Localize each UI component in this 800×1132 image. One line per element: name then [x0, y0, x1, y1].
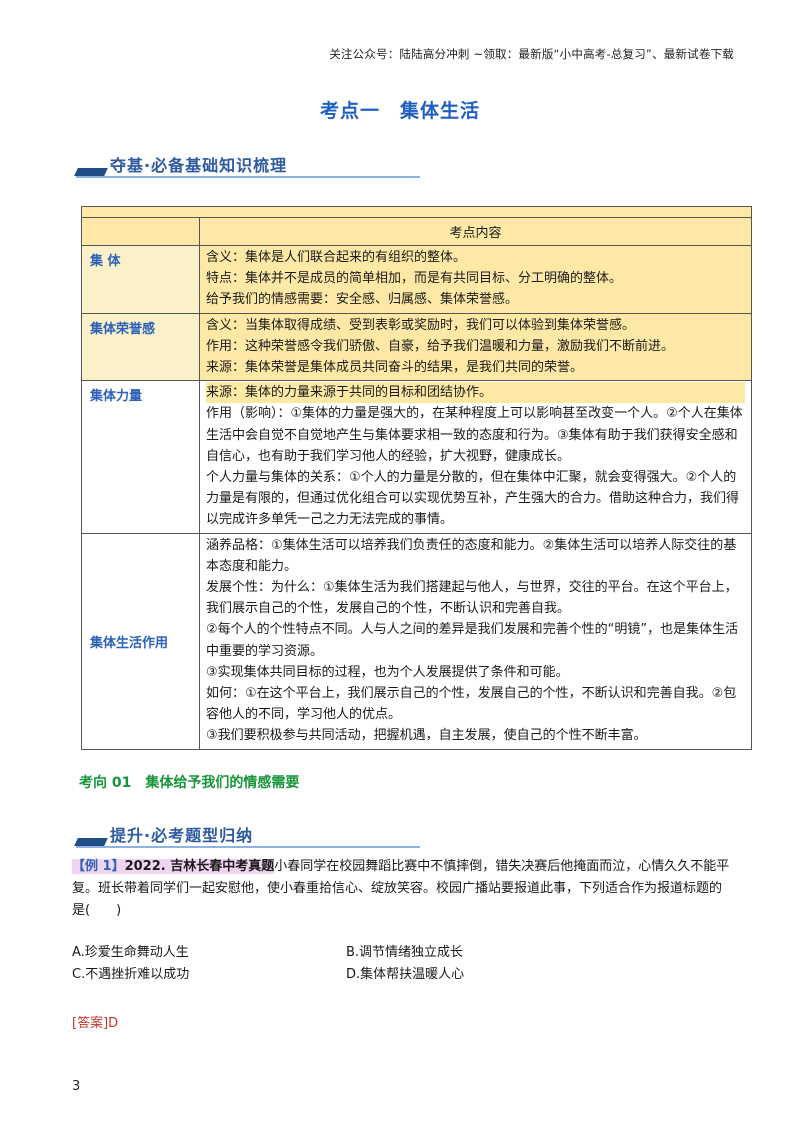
- knowledge-table: 考点内容 集 体 含义：集体是人们联合起来的有组织的整体。 特点：集体并不是成员…: [81, 206, 752, 750]
- section-banner-practice: 提升·必考题型归纳: [74, 820, 420, 848]
- content-line: ②每个人的个性特点不同。人与人之间的差异是我们发展和完善个性的“明镜”，也是集体…: [206, 622, 739, 659]
- banner-block: [74, 838, 108, 846]
- table-header-content: 考点内容: [199, 217, 752, 246]
- content-line: 含义：当集体取得成绩、受到表彰或奖励时，我们可以体验到集体荣誉感。: [206, 317, 636, 333]
- example-label: 【例 1】: [72, 859, 125, 874]
- question-stem-paragraph: 【例 1】2022. 吉林长春中考真题小春同学在校园舞蹈比赛中不慎摔倒，错失决赛…: [72, 856, 732, 922]
- header-note: 关注公众号：陆陆高分冲刺 ~领取：最新版“小中高考-总复习”、最新试卷下载: [329, 47, 734, 61]
- content-line: 个人力量与集体的关系：①个人的力量是分散的，但在集体中汇聚，就会变得强大。②个人…: [206, 470, 740, 528]
- section-banner-basics: 夺基·必备基础知识梳理: [74, 150, 420, 178]
- row-category: 集体荣誉感: [81, 312, 200, 382]
- option-d: D.集体帮扶温暖人心: [346, 967, 465, 982]
- row-content: 涵养品格：①集体生活可以培养我们负责任的态度和能力。②集体生活可以培养人际交往的…: [199, 532, 752, 750]
- table-row: 集 体 含义：集体是人们联合起来的有组织的整体。 特点：集体并不是成员的简单相加…: [81, 245, 752, 314]
- content-line: 如何：①在这个平台上，我们展示自己的个性，发展自己的个性，不断认识和完善自我。②…: [206, 686, 737, 723]
- banner-block: [74, 168, 108, 176]
- question-stem: 小春同学在校园舞蹈比赛中不慎摔倒，错失决赛后他掩面而泣，心情久久不能平复。班长带…: [72, 859, 730, 918]
- content-line: 来源：集体荣誉是集体成员共同奋斗的结果，是我们共同的荣誉。: [206, 360, 584, 376]
- page-number: 3: [72, 1079, 81, 1094]
- answer-options: A.珍爱生命舞动人生 B.调节情绪独立成长 C.不遇挫折难以成功 D.集体帮扶温…: [72, 942, 672, 986]
- section-title-basics: 夺基·必备基础知识梳理: [110, 156, 288, 175]
- row-content: 含义：集体是人们联合起来的有组织的整体。 特点：集体并不是成员的简单相加，而是有…: [199, 245, 752, 314]
- answer-text: [答案]D: [72, 1016, 119, 1031]
- table-top-bar: [81, 206, 752, 217]
- content-line: 给予我们的情感需要：安全感、归属感、集体荣誉感。: [206, 292, 519, 308]
- option-c: C.不遇挫折难以成功: [72, 967, 190, 982]
- content-line: 发展个性：为什么：①集体生活为我们搭建起与他人，与世界，交往的平台。在这个平台上…: [206, 580, 738, 617]
- example-question: 【例 1】2022. 吉林长春中考真题小春同学在校园舞蹈比赛中不慎摔倒，错失决赛…: [72, 856, 732, 922]
- options-row: C.不遇挫折难以成功 D.集体帮扶温暖人心: [72, 964, 672, 986]
- row-category: 集体力量: [81, 380, 200, 534]
- row-category: 集 体: [81, 245, 200, 314]
- content-line: ③我们要积极参与共同活动，把握机遇，自主发展，使自己的个性不断丰富。: [206, 728, 647, 744]
- option-a: A.珍爱生命舞动人生: [72, 945, 189, 960]
- row-content: 含义：当集体取得成绩、受到表彰或奖励时，我们可以体验到集体荣誉感。 作用：这种荣…: [199, 312, 752, 382]
- banner-rule: [76, 846, 420, 848]
- orientation-heading: 考向 01 集体给予我们的情感需要: [79, 775, 300, 791]
- section-title-practice: 提升·必考题型归纳: [110, 826, 254, 845]
- page-title: 考点一 集体生活: [319, 100, 480, 122]
- row-content: 来源：集体的力量来源于共同的目标和团结协作。 作用（影响）：①集体的力量是强大的…: [199, 380, 752, 534]
- table-row: 集体生活作用 涵养品格：①集体生活可以培养我们负责任的态度和能力。②集体生活可以…: [81, 532, 752, 750]
- banner-rule: [76, 176, 420, 178]
- content-line: 来源：集体的力量来源于共同的目标和团结协作。: [206, 382, 745, 404]
- row-category: 集体生活作用: [81, 532, 200, 750]
- table-row: 集体荣誉感 含义：当集体取得成绩、受到表彰或奖励时，我们可以体验到集体荣誉感。 …: [81, 312, 752, 382]
- table-row: 集体力量 来源：集体的力量来源于共同的目标和团结协作。 作用（影响）：①集体的力…: [81, 380, 752, 534]
- content-line: 含义：集体是人们联合起来的有组织的整体。: [206, 250, 467, 265]
- options-row: A.珍爱生命舞动人生 B.调节情绪独立成长: [72, 942, 672, 964]
- example-source: 2022. 吉林长春中考真题: [124, 859, 275, 874]
- content-line: 作用（影响）：①集体的力量是强大的，在某种程度上可以影响甚至改变一个人。②个人在…: [206, 406, 743, 464]
- content-line: 特点：集体并不是成员的简单相加，而是有共同目标、分工明确的整体。: [206, 271, 623, 287]
- content-line: ③实现集体共同目标的过程，也为个人发展提供了条件和可能。: [206, 664, 569, 680]
- table-header-blank: [81, 217, 200, 246]
- table-header-row: 考点内容: [81, 217, 752, 246]
- option-b: B.调节情绪独立成长: [346, 945, 464, 960]
- content-line: 作用：这种荣誉感令我们骄傲、自豪，给予我们温暖和力量，激励我们不断前进。: [206, 338, 675, 354]
- content-line: 涵养品格：①集体生活可以培养我们负责任的态度和能力。②集体生活可以培养人际交往的…: [206, 537, 737, 574]
